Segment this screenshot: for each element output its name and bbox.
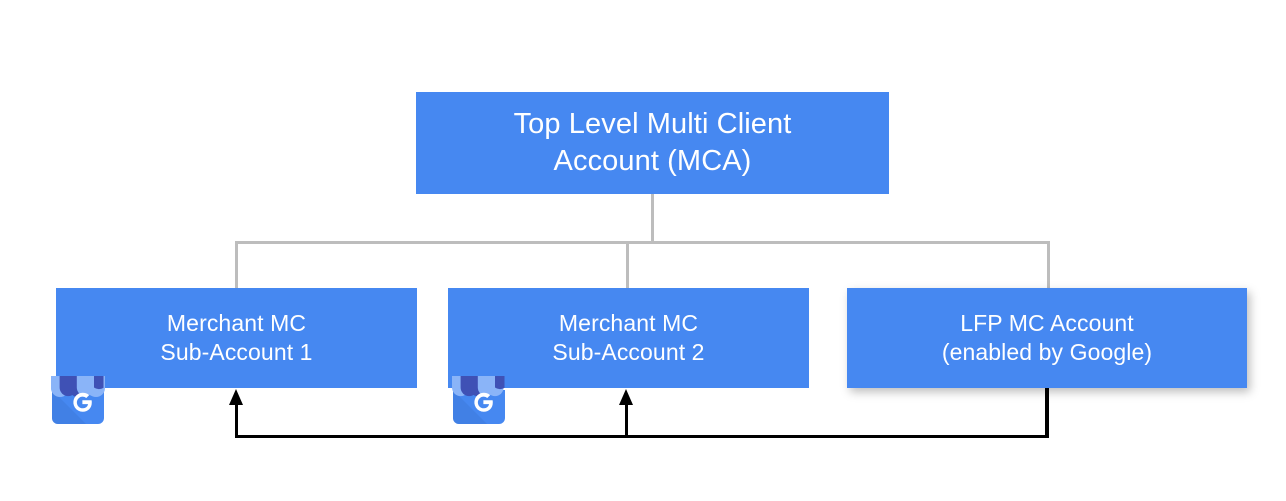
arrowhead-to-merchant-2 <box>619 389 633 405</box>
connector-horizontal-bus <box>235 241 1050 244</box>
flow-riser-merchant-1 <box>235 399 238 436</box>
connector-mca-trunk <box>651 194 654 243</box>
node-merchant-mc-sub-account-2[interactable]: Merchant MC Sub-Account 2 <box>448 288 809 388</box>
google-my-business-storefront-icon <box>51 376 105 424</box>
google-my-business-storefront-icon <box>452 376 505 424</box>
arrowhead-to-merchant-1 <box>229 389 243 405</box>
connector-drop-merchant-2 <box>626 241 629 289</box>
node-lfp-mc-account[interactable]: LFP MC Account (enabled by Google) <box>847 288 1247 388</box>
connector-drop-merchant-1 <box>235 241 238 289</box>
flow-horizontal-bus <box>235 435 1049 438</box>
node-merchant-mc-sub-account-1[interactable]: Merchant MC Sub-Account 1 <box>56 288 417 388</box>
flow-riser-lfp <box>1045 387 1049 436</box>
connector-drop-lfp <box>1047 241 1050 289</box>
flow-riser-merchant-2 <box>625 399 628 436</box>
node-top-level-mca[interactable]: Top Level Multi Client Account (MCA) <box>416 92 889 194</box>
